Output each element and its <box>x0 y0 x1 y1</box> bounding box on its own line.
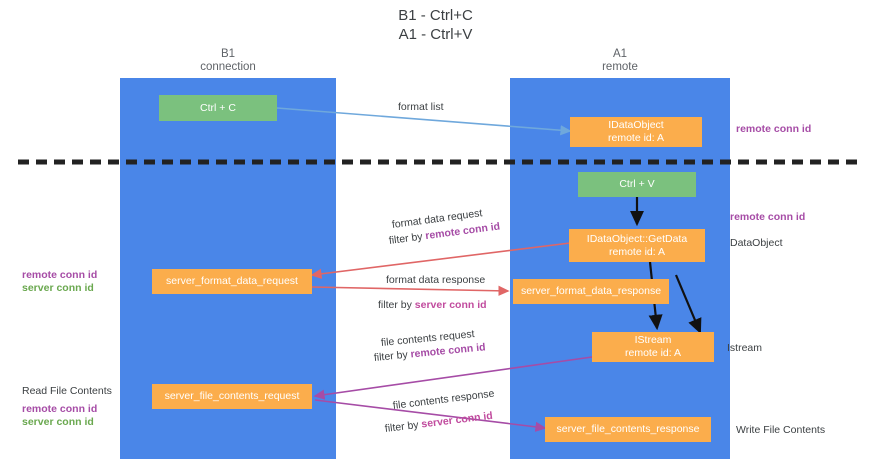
filter-prefix: filter by <box>378 299 415 311</box>
side-label-remote-conn-id-top: remote conn id <box>736 123 812 135</box>
column-header-b1-sub: connection <box>200 61 256 73</box>
column-header-b1: B1 connection <box>120 48 336 74</box>
side-label-remote-conn-id-mid: remote conn id <box>730 211 806 223</box>
column-header-b1-name: B1 <box>220 48 236 60</box>
edge-label-format-list: format list <box>398 101 444 113</box>
node-server-format-data-request[interactable]: server_format_data_request <box>152 269 312 294</box>
diagram-title-line-1: B1 - Ctrl+C <box>398 7 473 24</box>
node-istream[interactable]: IStream remote id: A <box>592 332 714 362</box>
node-server-format-data-response-label: server_format_data_response <box>520 285 662 297</box>
node-server-file-contents-response[interactable]: server_file_contents_response <box>545 417 711 442</box>
column-header-a1-sub: remote <box>602 61 638 73</box>
column-header-a1-name: A1 <box>612 48 628 60</box>
filter-key-server-conn-id: server conn id <box>420 409 494 431</box>
node-istream-line-1: IStream <box>634 334 672 346</box>
node-ctrl-c-label: Ctrl + C <box>200 101 236 114</box>
filter-prefix: filter by <box>384 418 423 435</box>
side-label-read-file-contents: Read File Contents <box>22 385 112 397</box>
node-getdata-line-1: IDataObject::GetData <box>586 232 688 245</box>
side-label-left-server-conn-id-bottom: server conn id <box>22 416 94 428</box>
side-label-left-remote-conn-id-bottom: remote conn id <box>22 403 98 415</box>
edge-label-file-contents-response: file contents response <box>392 387 496 412</box>
side-label-write-file-contents: Write File Contents <box>736 424 826 436</box>
node-ctrl-v-label: Ctrl + V <box>619 178 655 190</box>
diagram-title-line-2: A1 - Ctrl+V <box>398 26 473 43</box>
filter-prefix: filter by <box>373 348 412 364</box>
node-server-format-data-request-label: server_format_data_request <box>166 275 298 287</box>
column-header-a1: A1 remote <box>510 48 730 74</box>
side-label-left-remote-conn-id-mid: remote conn id <box>22 269 98 281</box>
node-ctrl-c[interactable]: Ctrl + C <box>159 95 277 121</box>
node-server-format-data-response[interactable]: server_format_data_response <box>513 279 669 304</box>
node-getdata-line-2: remote id: A <box>608 245 666 258</box>
node-server-file-contents-request[interactable]: server_file_contents_request <box>152 384 312 409</box>
edge-label-file-contents-response-filter: filter by server conn id <box>384 410 493 436</box>
arrow-format-data-response <box>311 285 510 296</box>
node-ctrl-v[interactable]: Ctrl + V <box>578 172 696 197</box>
node-idataobject[interactable]: IDataObject remote id: A <box>570 117 702 147</box>
node-istream-line-2: remote id: A <box>624 347 682 359</box>
node-server-file-contents-response-label: server_file_contents_response <box>556 423 700 435</box>
filter-prefix: filter by <box>388 230 427 247</box>
side-label-dataobject: DataObject <box>730 237 783 249</box>
edge-label-format-data-response-filter: filter by server conn id <box>378 299 487 312</box>
filter-key-server-conn-id: server conn id <box>414 299 487 311</box>
side-label-istream: Istream <box>727 342 763 354</box>
node-idataobject-line-2: remote id: A <box>607 132 665 144</box>
diagram-title: B1 - Ctrl+C A1 - Ctrl+V <box>0 6 871 44</box>
node-idataobject-getdata[interactable]: IDataObject::GetData remote id: A <box>569 229 705 262</box>
node-server-file-contents-request-label: server_file_contents_request <box>164 390 300 402</box>
node-idataobject-line-1: IDataObject <box>608 119 664 131</box>
edge-label-format-data-response: format data response <box>386 274 486 286</box>
side-label-left-server-conn-id-mid: server conn id <box>22 282 94 294</box>
